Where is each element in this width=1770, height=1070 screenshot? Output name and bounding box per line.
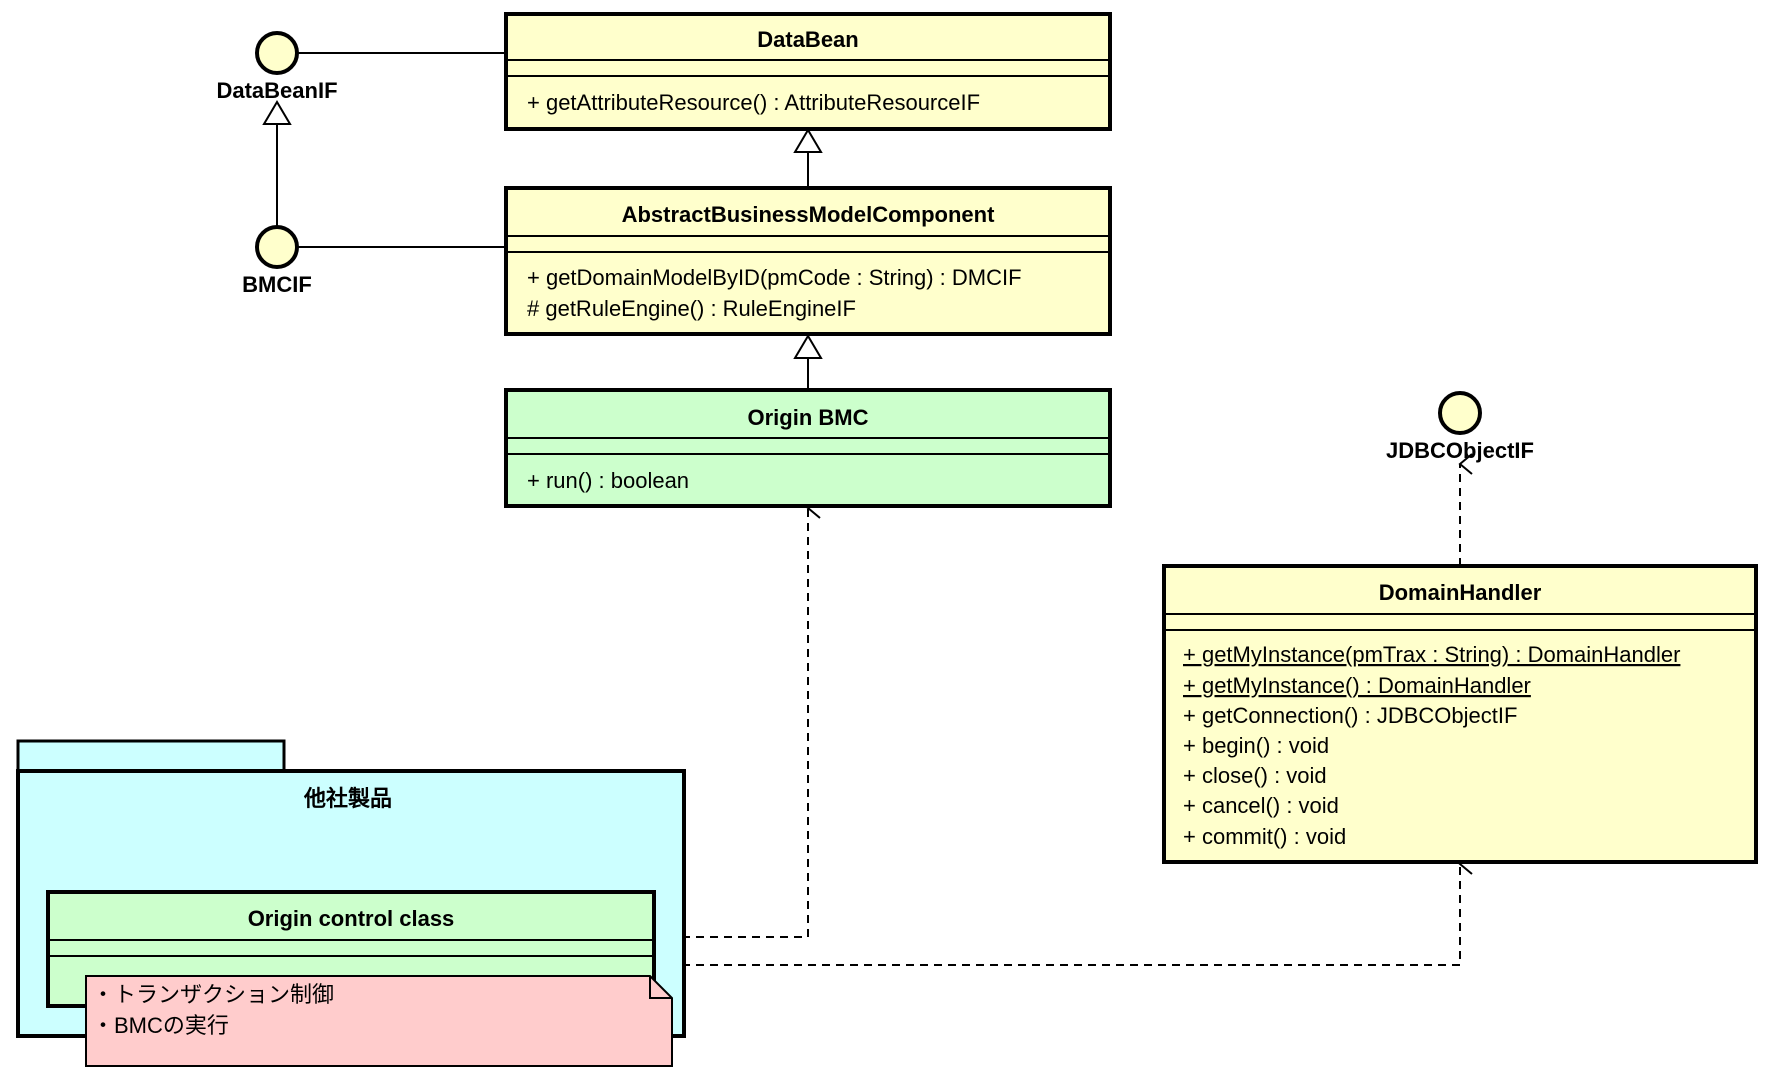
package-third-party-name: 他社製品 — [303, 786, 392, 811]
interface-bmcif[interactable]: BMCIF — [242, 225, 312, 297]
class-domainhandler-box — [1162, 564, 1758, 864]
class-origin-control-name: Origin control class — [248, 906, 455, 931]
class-domainhandler-operation: + begin() : void — [1183, 733, 1329, 758]
origincontrol-to-domainhandler-dependency — [654, 853, 1473, 966]
class-domainhandler-name: DomainHandler — [1379, 580, 1542, 605]
class-databean[interactable]: DataBean + getAttributeResource() : Attr… — [504, 12, 1112, 131]
class-domainhandler-operation: + cancel() : void — [1183, 793, 1339, 818]
bmcif-generalization-arrowhead — [262, 100, 292, 125]
interface-jdbcobjectif-label: JDBCObjectIF — [1386, 438, 1534, 463]
interface-jdbcobjectif-icon — [1438, 391, 1482, 435]
class-domainhandler-operation: + close() : void — [1183, 763, 1327, 788]
interface-databeanif[interactable]: DataBeanIF — [216, 31, 338, 103]
note-line: ・BMCの実行 — [92, 1013, 229, 1038]
class-abstract-bmc[interactable]: AbstractBusinessModelComponent + getDoma… — [504, 186, 1112, 336]
interface-jdbcobjectif[interactable]: JDBCObjectIF — [1386, 391, 1534, 463]
class-databean-operation: + getAttributeResource() : AttributeReso… — [527, 90, 980, 115]
note-line: ・トランザクション制御 — [92, 982, 334, 1007]
note-fold-corner — [649, 976, 672, 999]
class-origin-bmc-name: Origin BMC — [748, 405, 869, 430]
class-abstract-bmc-name: AbstractBusinessModelComponent — [622, 202, 995, 227]
class-domainhandler-operation: + getConnection() : JDBCObjectIF — [1183, 703, 1517, 728]
class-domainhandler-operation: + commit() : void — [1183, 824, 1346, 849]
interface-bmcif-label: BMCIF — [242, 272, 312, 297]
class-origin-bmc-operation: + run() : boolean — [527, 468, 689, 493]
origincontrol-to-originbmc-dependency — [654, 497, 821, 938]
class-abstract-bmc-operation: # getRuleEngine() : RuleEngineIF — [527, 296, 856, 321]
note-box — [85, 975, 673, 1067]
class-abstract-bmc-operation: + getDomainModelByID(pmCode : String) : … — [527, 265, 1022, 290]
class-abstract-bmc-box — [504, 186, 1112, 336]
class-origin-bmc-box — [504, 388, 1112, 508]
class-domainhandler-static-operation: + getMyInstance() : DomainHandler — [1183, 673, 1531, 698]
class-domainhandler[interactable]: DomainHandler + getMyInstance(pmTrax : S… — [1162, 564, 1758, 864]
interface-bmcif-icon — [255, 225, 299, 269]
note[interactable]: ・トランザクション制御 ・BMCの実行 — [85, 975, 673, 1067]
interface-databeanif-icon — [255, 31, 299, 75]
class-databean-box — [504, 12, 1112, 131]
class-origin-bmc[interactable]: Origin BMC + run() : boolean — [504, 388, 1112, 508]
class-domainhandler-static-operation: + getMyInstance(pmTrax : String) : Domai… — [1183, 642, 1680, 667]
originbmc-to-abstract-arrowhead — [793, 334, 823, 359]
class-databean-name: DataBean — [757, 27, 858, 52]
package-third-party-tab — [16, 739, 286, 773]
interface-databeanif-label: DataBeanIF — [216, 78, 337, 103]
abstract-to-databean-arrowhead — [793, 128, 823, 153]
